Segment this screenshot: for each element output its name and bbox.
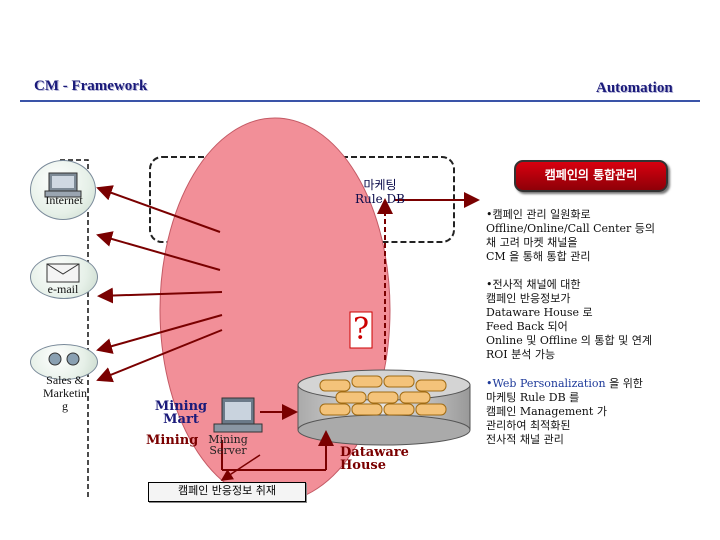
sales-label: Sales & Marketin g	[43, 373, 87, 413]
email-label: e-mail	[47, 282, 79, 296]
mining-server-label: Mining Server	[208, 433, 248, 457]
rule-db-label: 마케팅 Rule DB	[355, 178, 405, 206]
email-icon	[46, 263, 80, 283]
internet-label: Internet	[45, 193, 83, 207]
campaign-response-box: 캠페인 반응정보 취재	[148, 482, 306, 502]
bullet-3-highlight: •Web Personalization	[486, 377, 606, 390]
bullet-2: •전사적 채널에 대한 캠페인 반응정보가 Dataware House 로 F…	[486, 278, 653, 361]
bullet-3-text: 을 위한 마케팅 Rule DB 를 캠페인 Management 가 관리하여…	[486, 377, 643, 446]
automation-title: Automation	[596, 80, 673, 96]
data-blocks	[319, 375, 447, 416]
header-divider	[20, 100, 700, 102]
computer-icon	[44, 172, 82, 198]
email-node	[30, 255, 98, 299]
bullet-1: •캠페인 관리 일원화로 Offline/Online/Call Center …	[486, 208, 656, 263]
framework-title: CM - Framework	[34, 78, 148, 94]
people-icon	[48, 352, 80, 366]
question-box	[349, 311, 373, 349]
sales-node	[30, 344, 98, 380]
mining-server-machine	[213, 397, 263, 433]
mining-label: Mining	[146, 433, 199, 448]
bullet-3: •Web Personalization 을 위한 마케팅 Rule DB 를 …	[486, 377, 706, 447]
question-mark: ?	[352, 312, 370, 347]
internet-node	[30, 160, 96, 220]
campaign-integration-button[interactable]: 캠페인의 통합관리	[514, 160, 668, 192]
dataware-house-label: Dataware House	[340, 445, 409, 473]
mining-mart-label: Mining Mart	[154, 399, 208, 427]
